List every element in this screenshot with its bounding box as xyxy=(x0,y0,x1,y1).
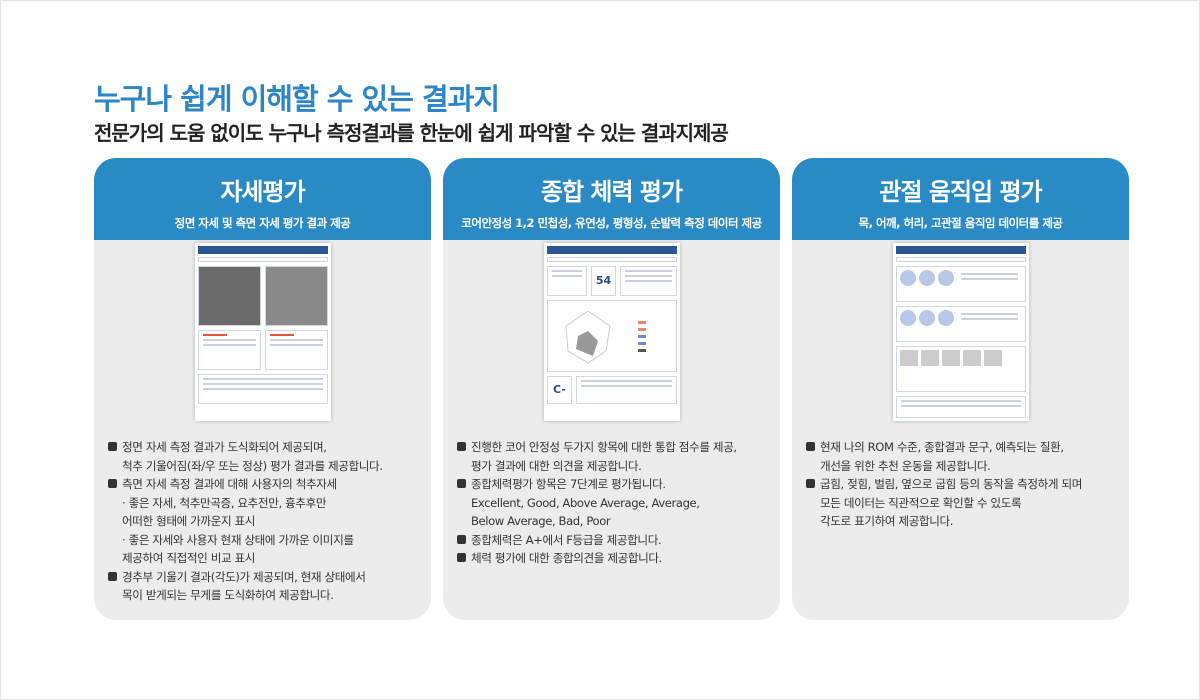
radar-chart xyxy=(547,300,677,372)
list-item: · 좋은 자세와 사용자 현재 상태에 가까운 이미지를 제공하여 직접적인 비… xyxy=(122,532,354,566)
feature-list: 진행한 코어 안정성 두가지 항목에 대한 통합 점수를 제공, 평가 결과에 … xyxy=(457,438,737,568)
report-thumbnail xyxy=(195,243,331,421)
feature-list: 정면 자세 측정 결과가 도식화되어 제공되며, 척추 기울어짐(좌/우 또는 … xyxy=(108,438,383,605)
list-item: 종합체력평가 항목은 7단계로 평가됩니다. Excellent, Good, … xyxy=(457,475,737,531)
front-photo xyxy=(198,266,261,326)
card-header: 관절 움직임 평가 목, 어깨, 허리, 고관절 움직임 데이터를 제공 xyxy=(792,158,1129,240)
card-header: 종합 체력 평가 코어안정성 1,2 민첩성, 유연성, 평형성, 순발력 측정… xyxy=(443,158,780,240)
feature-list: 현재 나의 ROM 수준, 종합결과 문구, 예측되는 질환, 개선을 위한 추… xyxy=(806,438,1082,531)
side-photo xyxy=(265,266,328,326)
list-item: 종합체력은 A+에서 F등급을 제공합니다. xyxy=(457,531,737,550)
card-title: 관절 움직임 평가 xyxy=(879,178,1042,206)
report-thumbnail: 54 C- xyxy=(544,243,680,421)
card-header: 자세평가 정면 자세 및 측면 자세 평가 결과 제공 xyxy=(94,158,431,240)
card-title: 종합 체력 평가 xyxy=(540,178,683,206)
card-title: 자세평가 xyxy=(220,178,305,206)
core-score: 54 xyxy=(591,266,616,296)
report-thumbnail xyxy=(893,243,1029,421)
card-joint-movement: 관절 움직임 평가 목, 어깨, 허리, 고관절 움직임 데이터를 제공 현재 … xyxy=(792,158,1129,620)
list-item: · 좋은 자세, 척추만곡증, 요추전만, 흉추후만 어떠한 형태에 가까운지 … xyxy=(122,495,327,529)
card-subtitle: 코어안정성 1,2 민첩성, 유연성, 평형성, 순발력 측정 데이터 제공 xyxy=(461,216,762,230)
list-item: 경추부 기울기 결과(각도)가 제공되며, 현재 상태에서 목이 받게되는 무게… xyxy=(108,568,383,605)
card-subtitle: 정면 자세 및 측면 자세 평가 결과 제공 xyxy=(174,216,351,230)
list-item: 굽힘, 젖힘, 벌림, 옆으로 굽힘 등의 동작을 측정하게 되며 모든 데이터… xyxy=(806,475,1082,531)
list-item: 진행한 코어 안정성 두가지 항목에 대한 통합 점수를 제공, 평가 결과에 … xyxy=(457,438,737,475)
card-posture: 자세평가 정면 자세 및 측면 자세 평가 결과 제공 정면 자세 측정 결과가… xyxy=(94,158,431,620)
card-subtitle: 목, 어깨, 허리, 고관절 움직임 데이터를 제공 xyxy=(858,216,1064,230)
page-title: 누구나 쉽게 이해할 수 있는 결과지 xyxy=(94,82,500,116)
grade: C- xyxy=(547,376,572,404)
list-item: 체력 평가에 대한 종합의견을 제공합니다. xyxy=(457,549,737,568)
list-item: 정면 자세 측정 결과가 도식화되어 제공되며, 척추 기울어짐(좌/우 또는 … xyxy=(108,438,383,475)
list-item: 측면 자세 측정 결과에 대해 사용자의 척추자세 xyxy=(108,475,383,494)
page-subtitle: 전문가의 도움 없이도 누구나 측정결과를 한눈에 쉽게 파악할 수 있는 결과… xyxy=(94,121,729,145)
list-item: 현재 나의 ROM 수준, 종합결과 문구, 예측되는 질환, 개선을 위한 추… xyxy=(806,438,1082,475)
card-fitness: 종합 체력 평가 코어안정성 1,2 민첩성, 유연성, 평형성, 순발력 측정… xyxy=(443,158,780,620)
